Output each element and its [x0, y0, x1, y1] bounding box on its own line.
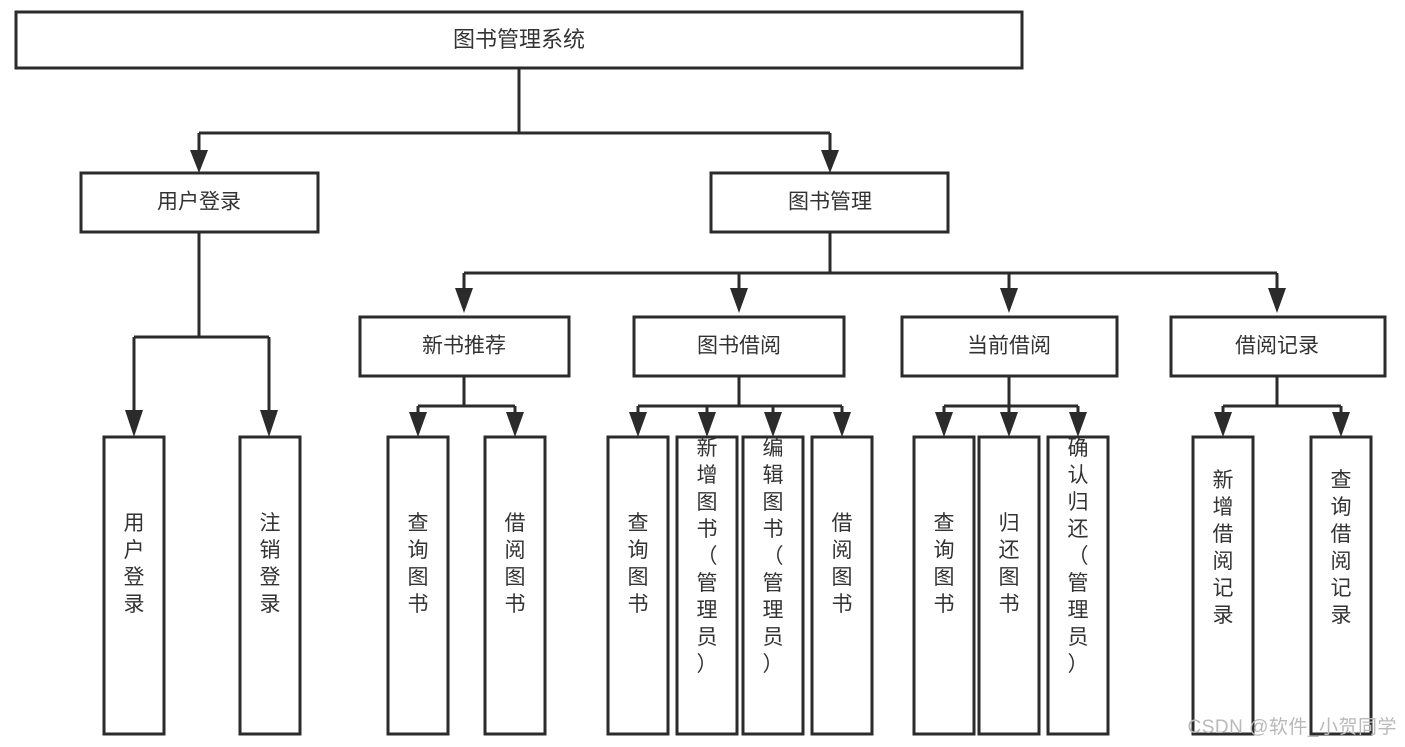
leaf-borrow-records-1-label: 查询借阅记录 — [1331, 469, 1352, 627]
leaf-current-borrow-0-label: 查询图书 — [934, 512, 955, 616]
node-borrow-records[interactable]: 借阅记录 — [1169, 315, 1387, 378]
node-borrow-records-label: 借阅记录 — [1235, 335, 1319, 358]
node-new-book-recommend-label: 新书推荐 — [422, 335, 506, 358]
leaf-borrow-records-0-label: 新增借阅记录 — [1213, 469, 1234, 627]
leaf-book-borrow-3[interactable]: 借阅图书 — [810, 435, 874, 736]
leaf-current-borrow-0[interactable]: 查询图书 — [912, 435, 976, 736]
leaf-book-borrow-1[interactable]: 新增图书（管理员） — [675, 435, 739, 736]
connector-userlogin-to-leaves — [125, 232, 278, 437]
leaf-new-book-recommend-1-label: 借阅图书 — [505, 512, 526, 616]
node-root-system[interactable]: 图书管理系统 — [14, 10, 1024, 70]
leaf-book-borrow-0[interactable]: 查询图书 — [606, 435, 670, 736]
leaf-book-borrow-0-label: 查询图书 — [628, 512, 649, 616]
node-root-system-label: 图书管理系统 — [453, 27, 585, 52]
node-current-borrow-label: 当前借阅 — [967, 335, 1051, 358]
connector-newbook-to-leaves — [409, 376, 524, 437]
connector-root-to-level2 — [190, 68, 839, 173]
leaf-current-borrow-2-label: 确认归还（管理员） — [1068, 437, 1089, 676]
node-book-borrow-label: 图书借阅 — [697, 335, 781, 358]
node-book-management-label: 图书管理 — [788, 191, 872, 214]
connector-borrowrecords-to-leaves — [1214, 376, 1350, 437]
node-book-borrow[interactable]: 图书借阅 — [632, 315, 846, 378]
node-user-login-label: 用户登录 — [157, 191, 241, 214]
leaf-new-book-recommend-0-label: 查询图书 — [408, 512, 429, 616]
leaf-borrow-records-0[interactable]: 新增借阅记录 — [1191, 435, 1255, 736]
leaf-new-book-recommend-0[interactable]: 查询图书 — [386, 435, 450, 736]
leaf-current-borrow-2[interactable]: 确认归还（管理员） — [1046, 435, 1110, 736]
connector-bookborrow-to-leaves — [629, 376, 851, 437]
connector-currentborrow-to-leaves — [935, 376, 1087, 437]
leaf-user-login-1-label: 注销登录 — [260, 512, 281, 616]
leaf-user-login-0-label: 用户登录 — [124, 512, 145, 616]
node-book-management[interactable]: 图书管理 — [709, 171, 950, 234]
node-current-borrow[interactable]: 当前借阅 — [900, 315, 1119, 378]
leaf-current-borrow-1[interactable]: 归还图书 — [977, 435, 1041, 736]
leaf-book-borrow-3-label: 借阅图书 — [832, 512, 853, 616]
leaf-current-borrow-1-label: 归还图书 — [999, 512, 1020, 616]
leaf-borrow-records-1[interactable]: 查询借阅记录 — [1309, 435, 1373, 736]
leaf-book-borrow-2-label: 编辑图书（管理员） — [763, 437, 784, 676]
node-new-book-recommend[interactable]: 新书推荐 — [358, 315, 571, 378]
connector-bookmgmt-to-level3 — [455, 232, 1286, 313]
leaf-book-borrow-2[interactable]: 编辑图书（管理员） — [741, 435, 805, 736]
leaf-book-borrow-1-label: 新增图书（管理员） — [697, 437, 718, 676]
node-user-login[interactable]: 用户登录 — [79, 171, 320, 234]
leaf-new-book-recommend-1[interactable]: 借阅图书 — [483, 435, 547, 736]
leaf-user-login-0[interactable]: 用户登录 — [102, 435, 166, 736]
leaf-user-login-1[interactable]: 注销登录 — [238, 435, 302, 736]
csdn-watermark: CSDN @软件_小贺同学 — [1187, 717, 1397, 738]
